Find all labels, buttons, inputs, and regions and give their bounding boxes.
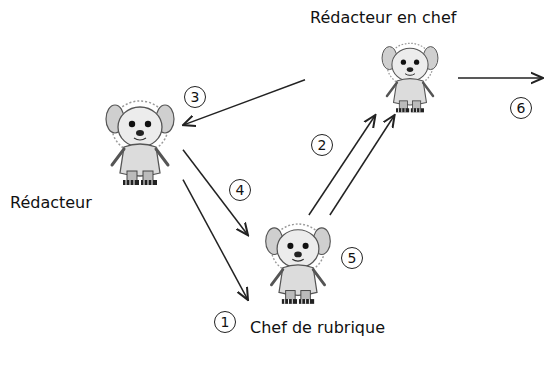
callout-number: 4	[229, 179, 251, 201]
outgoing-arrow	[458, 77, 543, 79]
editor-figure	[382, 43, 438, 112]
person-label: Rédacteur en chef	[310, 8, 456, 28]
callout-number: 3	[184, 86, 206, 108]
flow-arrow	[183, 80, 305, 125]
callout-number: 2	[311, 134, 333, 156]
writer-figure	[106, 101, 174, 185]
callout-number: 6	[510, 97, 532, 119]
flow-arrow	[330, 115, 395, 215]
callout-number: 5	[341, 247, 363, 269]
person-node: Rédacteur	[8, 90, 183, 220]
person-label: Chef de rubrique	[250, 318, 385, 338]
section-head-figure	[266, 224, 331, 304]
callout-number: 1	[214, 311, 236, 333]
person-node: Chef de rubrique	[248, 215, 458, 350]
person-node: Rédacteur en chef	[305, 5, 465, 115]
flow-arrow	[309, 115, 376, 215]
person-label: Rédacteur	[10, 193, 92, 213]
